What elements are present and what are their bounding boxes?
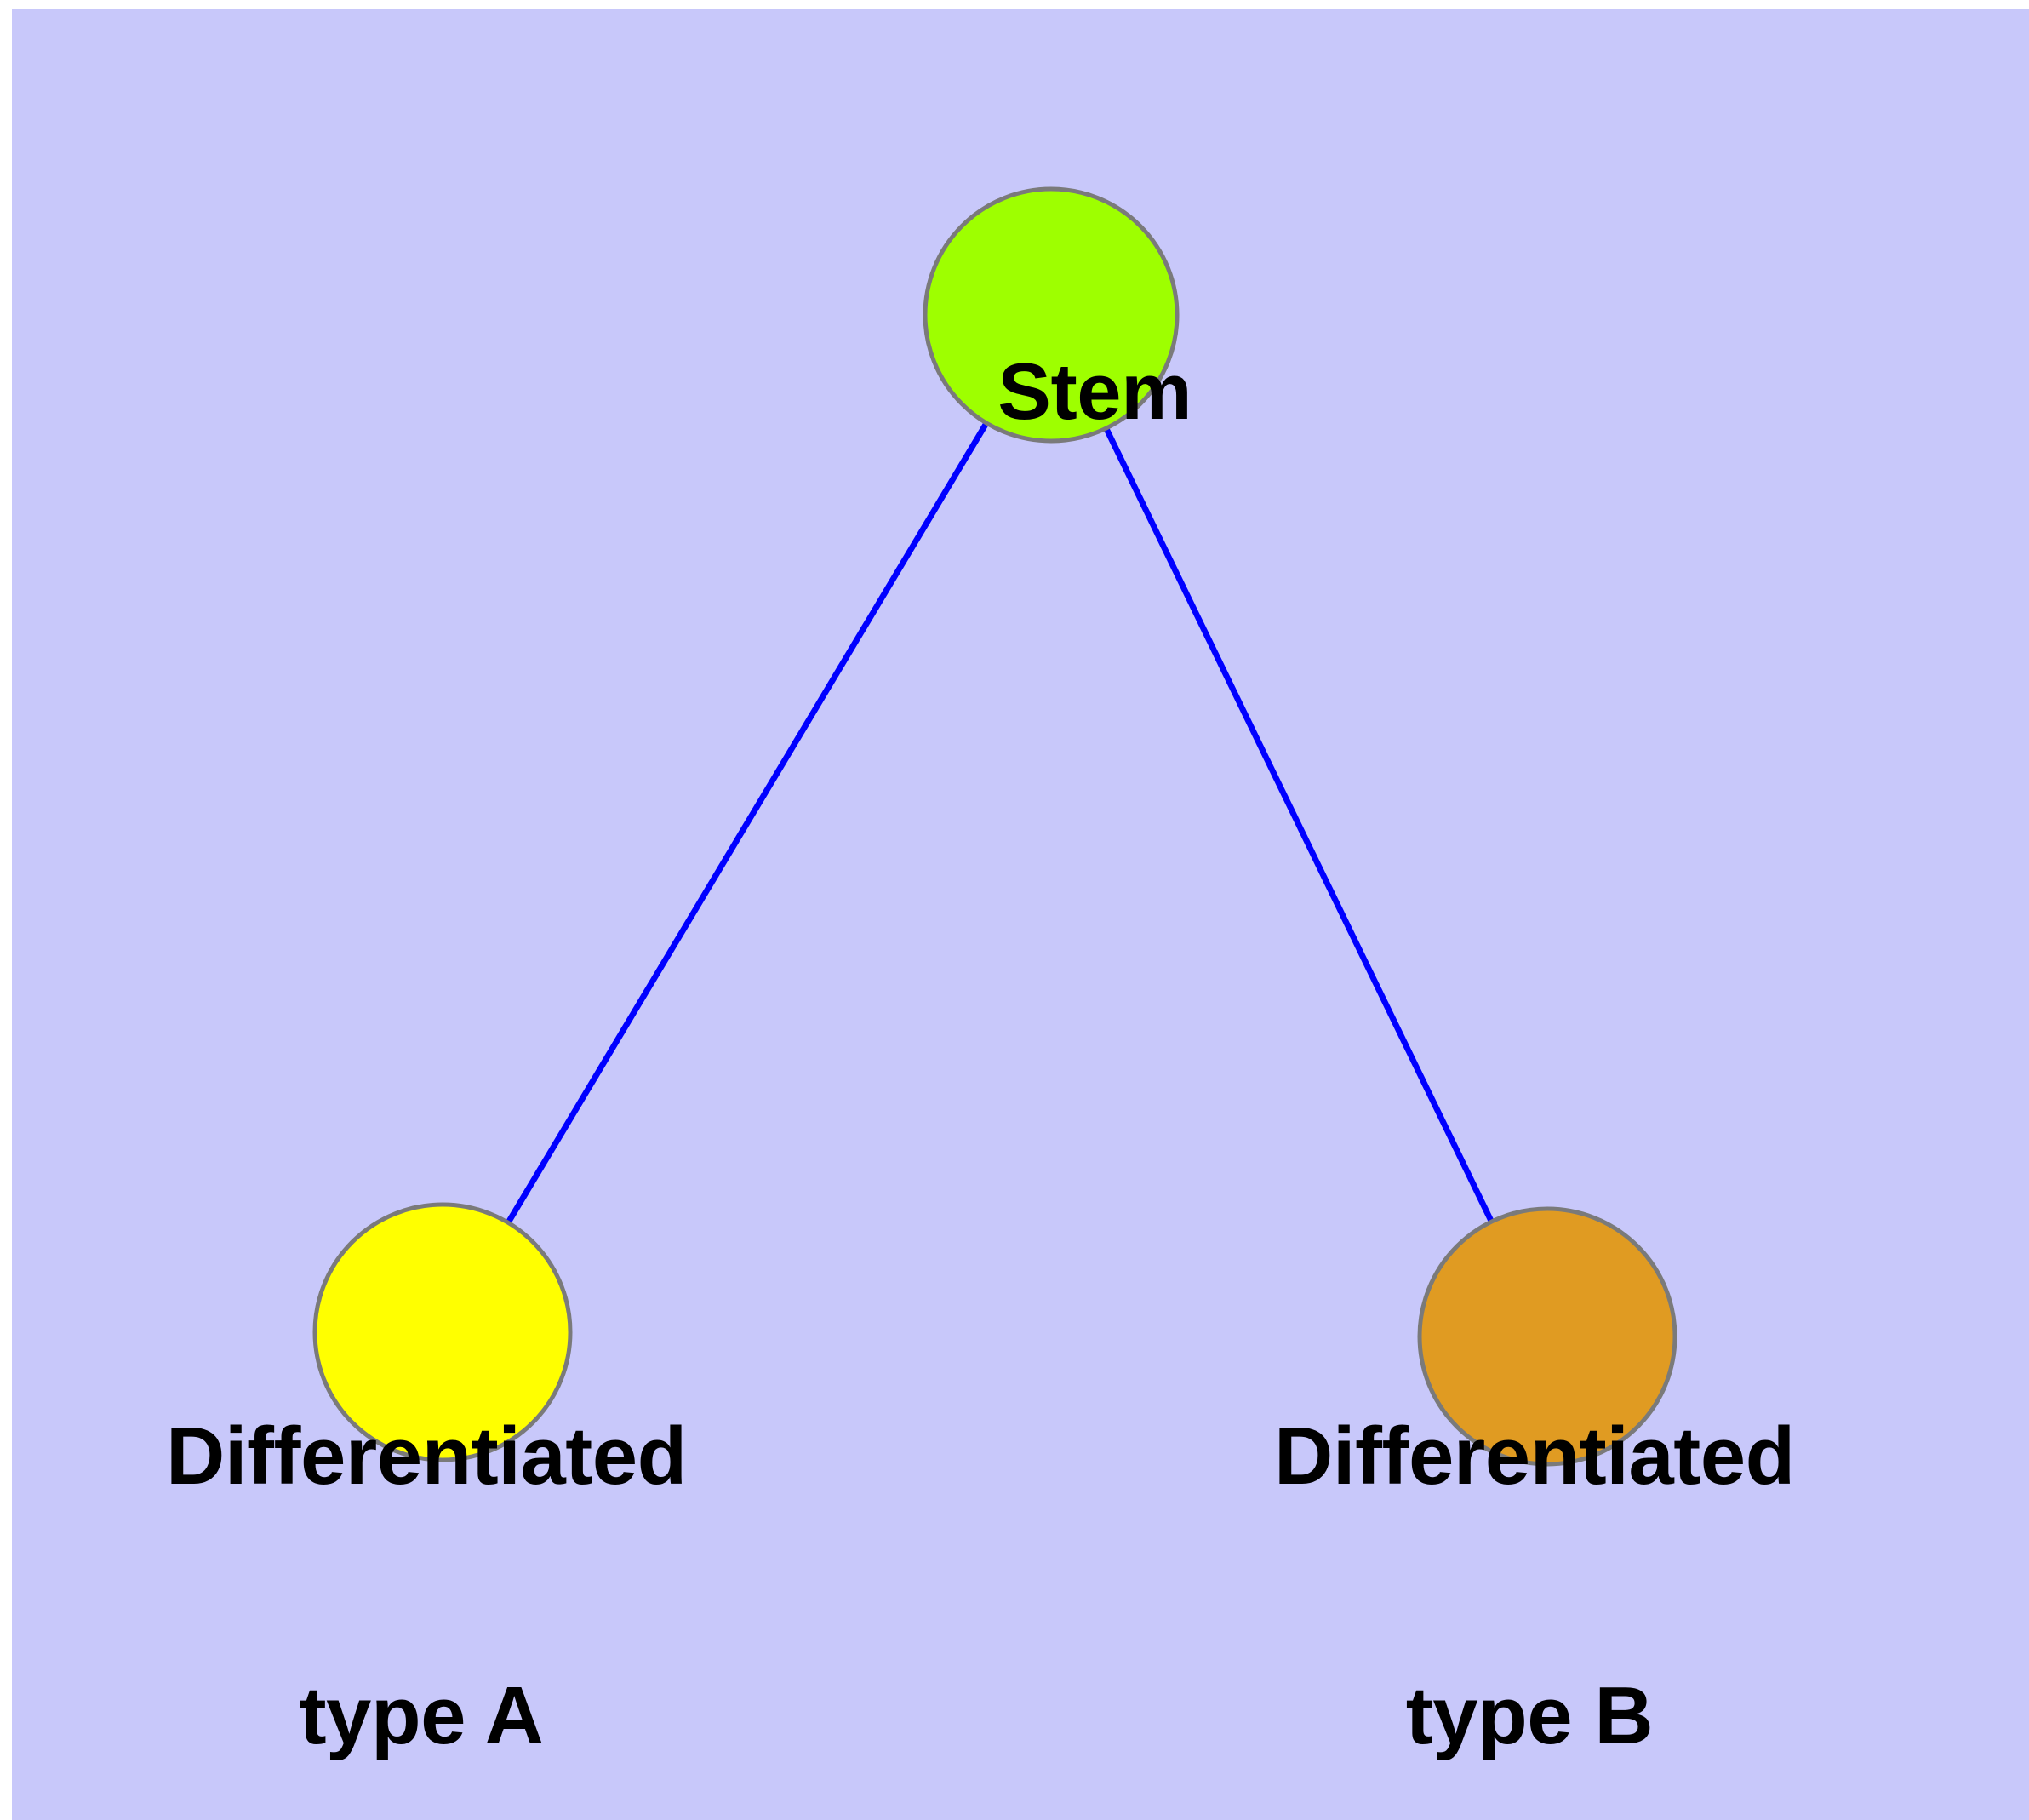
edge-stem-to-diff-b [1048, 313, 1551, 1338]
node-diff-a[interactable] [312, 1202, 573, 1462]
edge-stem-to-diff-a [439, 313, 1055, 1334]
edge-layer [439, 313, 1551, 1338]
node-stem[interactable] [923, 186, 1180, 444]
node-diff-b[interactable] [1417, 1206, 1677, 1467]
node-layer [312, 186, 1677, 1467]
